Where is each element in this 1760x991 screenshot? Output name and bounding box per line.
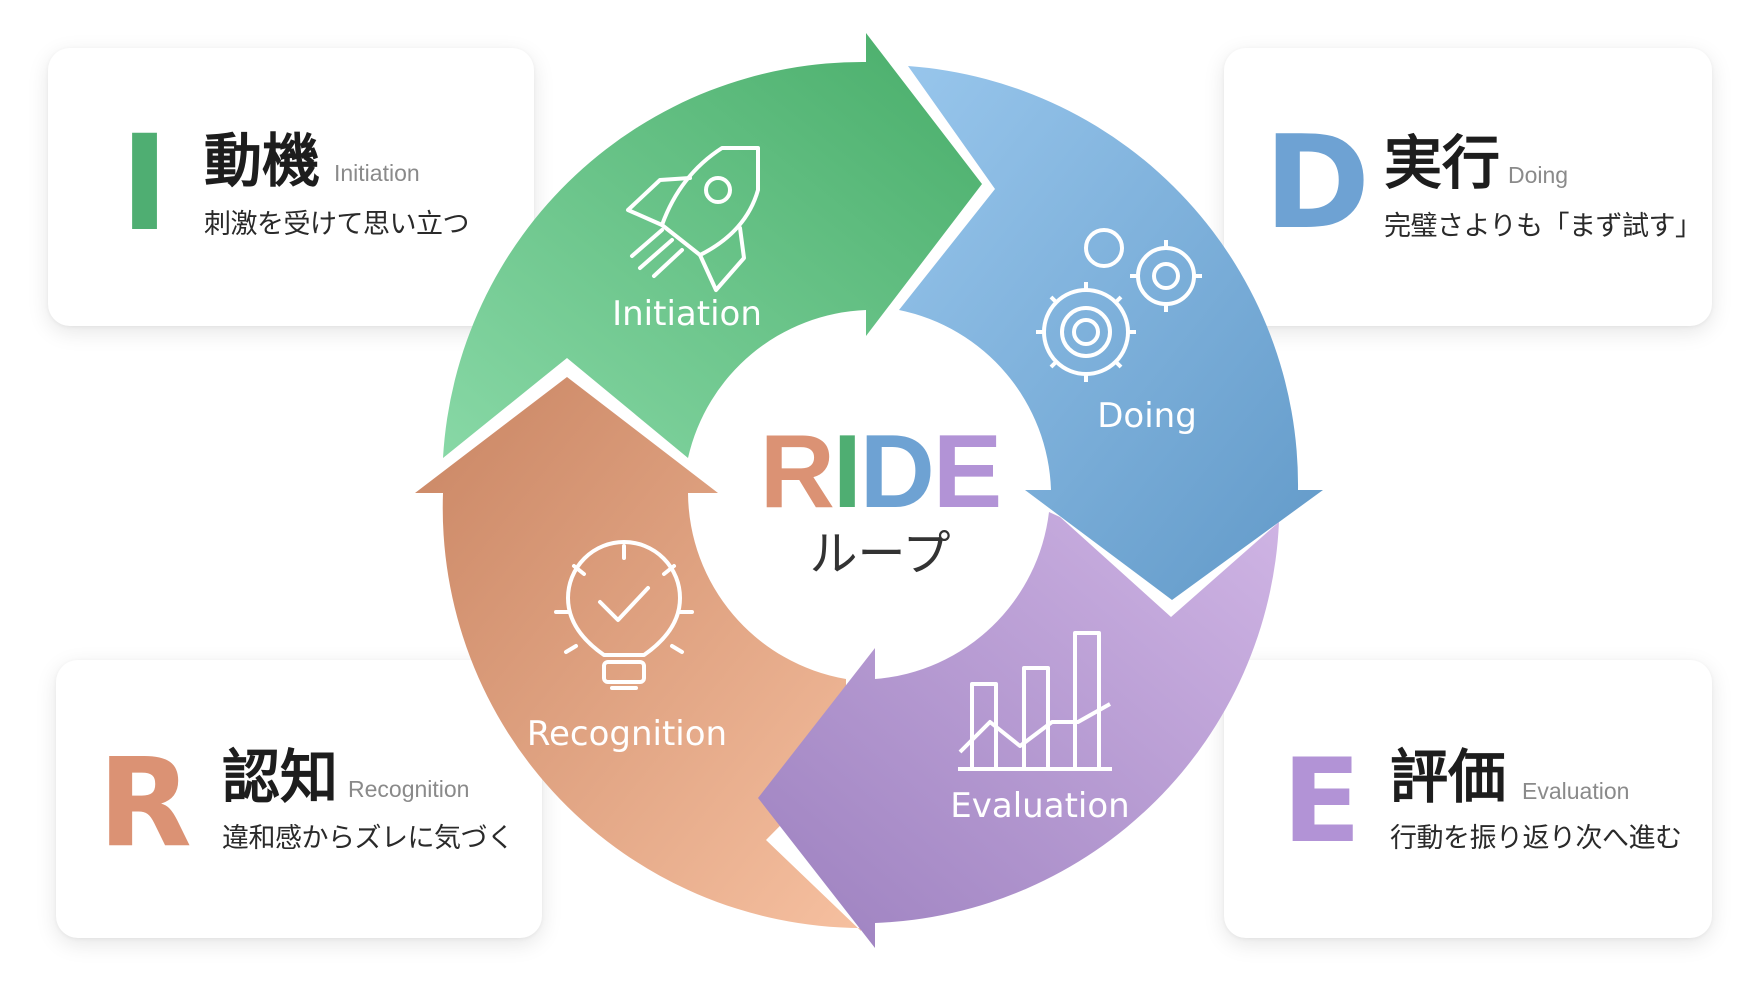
card-title-recognition: 認知 bbox=[222, 743, 339, 811]
segment-label-doing: Doing bbox=[1097, 396, 1197, 436]
card-letter-r: R bbox=[98, 732, 192, 874]
card-recognition: R 認知 Recognition 違和感からズレに気づく bbox=[56, 660, 542, 938]
card-desc-evaluation: 行動を振り返り次へ進む bbox=[1390, 823, 1682, 854]
segment-label-evaluation: Evaluation bbox=[950, 786, 1129, 826]
center-letter-i: I bbox=[832, 414, 862, 530]
segment-initiation bbox=[443, 33, 982, 458]
gears-icon bbox=[1036, 228, 1202, 382]
card-title-evaluation: 評価 bbox=[1390, 743, 1507, 811]
card-evaluation: E 評価 Evaluation 行動を振り返り次へ進む bbox=[1224, 660, 1712, 938]
card-doing: D 実行 Doing 完璧さよりも「まず試す」 bbox=[1224, 48, 1712, 326]
card-title-doing: 実行 bbox=[1384, 129, 1501, 197]
card-letter-d: D bbox=[1264, 109, 1371, 258]
card-initiation: I 動機 Initiation 刺激を受けて思い立つ bbox=[48, 48, 534, 326]
center-subtitle: ループ bbox=[809, 526, 951, 582]
segment-label-recognition: Recognition bbox=[527, 714, 727, 754]
card-en-doing: Doing bbox=[1508, 162, 1569, 188]
center-letter-r: R bbox=[759, 414, 835, 530]
segment-label-initiation: Initiation bbox=[612, 294, 762, 334]
center-title: RIDE bbox=[740, 420, 1020, 524]
card-letter-e: E bbox=[1282, 734, 1362, 869]
bar-chart-icon bbox=[958, 631, 1112, 771]
card-desc-initiation: 刺激を受けて思い立つ bbox=[204, 209, 470, 240]
rocket-icon bbox=[626, 146, 760, 292]
card-en-initiation: Initiation bbox=[334, 160, 420, 186]
card-desc-recognition: 違和感からズレに気づく bbox=[222, 823, 514, 854]
card-en-recognition: Recognition bbox=[348, 776, 470, 802]
card-letter-i: I bbox=[120, 107, 170, 261]
center-letter-d: D bbox=[859, 414, 935, 530]
lightbulb-check-icon bbox=[554, 540, 694, 690]
card-en-evaluation: Evaluation bbox=[1522, 778, 1630, 804]
card-desc-doing: 完璧さよりも「まず試す」 bbox=[1384, 211, 1702, 242]
center-letter-e: E bbox=[932, 414, 1002, 530]
card-title-initiation: 動機 bbox=[204, 127, 321, 195]
segment-evaluation bbox=[758, 512, 1279, 948]
